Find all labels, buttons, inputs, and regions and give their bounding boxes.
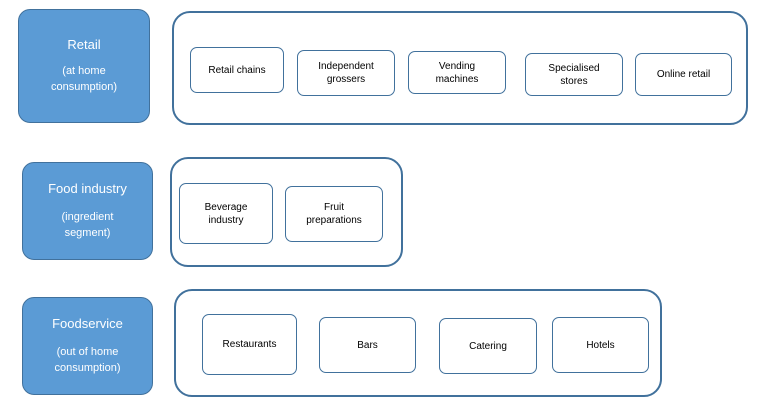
category-food-industry: Food industry (ingredient segment) [22, 162, 153, 260]
retail-channels-group: Retail chains Independent grossers Vendi… [172, 11, 748, 125]
foodservice-group: Restaurants Bars Catering Hotels [174, 289, 662, 397]
category-retail: Retail (at home consumption) [18, 9, 150, 123]
item-fruit-preparations: Fruit preparations [285, 186, 383, 242]
item-retail-chains: Retail chains [190, 47, 284, 93]
category-subtitle: (out of home consumption) [54, 346, 121, 374]
item-beverage-industry: Beverage industry [179, 183, 273, 244]
category-foodservice: Foodservice (out of home consumption) [22, 297, 153, 395]
category-title: Food industry [48, 181, 127, 196]
category-subtitle: (ingredient segment) [61, 211, 114, 239]
item-bars: Bars [319, 317, 416, 373]
category-title: Foodservice [52, 316, 123, 331]
item-vending-machines: Vending machines [408, 51, 506, 94]
food-industry-group: Beverage industry Fruit preparations [170, 157, 403, 267]
item-independent-grossers: Independent grossers [297, 50, 395, 96]
category-subtitle: (at home consumption) [50, 65, 118, 93]
item-online-retail: Online retail [635, 53, 732, 96]
item-hotels: Hotels [552, 317, 649, 373]
item-restaurants: Restaurants [202, 314, 297, 375]
item-specialised-stores: Specialised stores [525, 53, 623, 96]
item-catering: Catering [439, 318, 537, 374]
category-title: Retail [67, 37, 101, 52]
